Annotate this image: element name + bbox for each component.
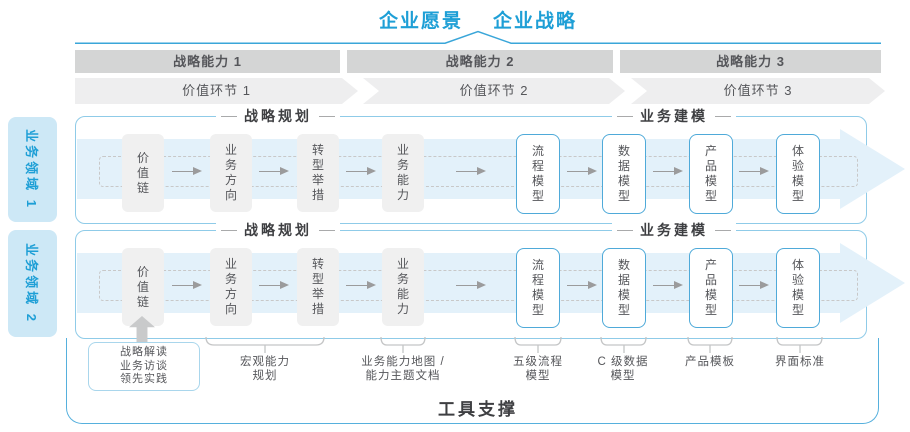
step-arrow-icon [259, 167, 289, 175]
header-line-right [715, 229, 731, 231]
domain-tab-1: 业务领域 1 [8, 117, 57, 222]
row2-modeling-header-label: 业务建模 [640, 222, 708, 238]
note-product-template: 产品模板 [685, 356, 735, 368]
row1-dashed-band [99, 156, 858, 187]
header-line-right [715, 115, 731, 117]
row2-modeling-header: 业务建模 [612, 220, 736, 240]
row1-modeling-header: 业务建模 [612, 106, 736, 126]
step-arrow-icon [346, 167, 376, 175]
bracket-icon [776, 337, 823, 353]
domain-tab-1-label: 业务领域 1 [24, 129, 39, 210]
step-arrow-icon [653, 281, 683, 289]
row2-box-business-capability: 业务能力 [382, 248, 424, 326]
row1-box-business-direction: 业务方向 [210, 134, 252, 212]
step-arrow-icon [346, 281, 376, 289]
step-arrow-icon [172, 281, 202, 289]
step-arrow-icon [567, 281, 597, 289]
bracket-icon [687, 337, 733, 353]
step-arrow-icon [172, 167, 202, 175]
row1-box-transformation-initiative: 转型举措 [297, 134, 339, 212]
peaked-divider-line [75, 30, 881, 44]
capability-bar-3: 战略能力 3 [620, 50, 881, 73]
practice-line: 战略解读 [120, 346, 168, 359]
practice-line: 业务访谈 [120, 359, 168, 372]
note-level5-process-model: 五级流程 模型 [513, 356, 563, 382]
step-arrow-icon [456, 167, 486, 175]
note-macro-capability-planning: 宏观能力 规划 [240, 356, 290, 382]
step-arrow-icon [259, 281, 289, 289]
row1-planning-header: 战略规划 [216, 106, 340, 126]
value-link-chevron-3: 价值环节 3 [631, 78, 885, 104]
row2-box-value-chain: 价值链 [122, 248, 164, 326]
capability-bar-2: 战略能力 2 [347, 50, 613, 73]
note-capability-map-doc: 业务能力地图 / 能力主题文档 [361, 356, 445, 382]
row2-box-experience-model: 体验模型 [776, 248, 820, 328]
note-ui-standard: 界面标准 [775, 356, 825, 368]
tool-support-label: 工具支撑 [438, 400, 518, 419]
domain-tab-2: 业务领域 2 [8, 230, 57, 337]
tool-support-container [66, 338, 879, 424]
row2-planning-header: 战略规划 [216, 220, 340, 240]
note-c-level-data-model: C 级数据 模型 [597, 356, 649, 382]
row1-box-process-model: 流程模型 [516, 134, 560, 214]
header-line-left [617, 229, 633, 231]
step-arrow-icon [739, 281, 769, 289]
domain-tab-2-label: 业务领域 2 [24, 243, 39, 324]
row2-box-transformation-initiative: 转型举措 [297, 248, 339, 326]
bracket-icon [600, 337, 647, 353]
vision-strategy-title: 企业愿景 企业战略 [46, 6, 910, 33]
row1-box-business-capability: 业务能力 [382, 134, 424, 212]
bracket-icon [205, 337, 325, 353]
header-line-left [221, 229, 237, 231]
header-line-left [221, 115, 237, 117]
row1-box-value-chain: 价值链 [122, 134, 164, 212]
row1-box-product-model: 产品模型 [689, 134, 733, 214]
row2-box-business-direction: 业务方向 [210, 248, 252, 326]
practice-source-box: 战略解读 业务访谈 领先实践 [88, 342, 200, 391]
header-line-right [319, 115, 335, 117]
bracket-icon [514, 337, 562, 353]
row2-dashed-band [99, 270, 858, 301]
row2-planning-header-label: 战略规划 [244, 222, 312, 238]
strategy-title: 企业战略 [493, 11, 578, 32]
practice-line: 领先实践 [120, 373, 168, 386]
header-line-left [617, 115, 633, 117]
row1-planning-header-label: 战略规划 [244, 108, 312, 124]
value-link-chevron-1: 价值环节 1 [75, 78, 358, 104]
step-arrow-icon [456, 281, 486, 289]
step-arrow-icon [653, 167, 683, 175]
row1-box-data-model: 数据模型 [602, 134, 646, 214]
header-line-right [319, 229, 335, 231]
row1-box-experience-model: 体验模型 [776, 134, 820, 214]
vision-title: 企业愿景 [378, 11, 463, 32]
bracket-icon [380, 337, 426, 353]
row2-box-data-model: 数据模型 [602, 248, 646, 328]
step-arrow-icon [739, 167, 769, 175]
row1-modeling-header-label: 业务建模 [640, 108, 708, 124]
capability-bar-1: 战略能力 1 [75, 50, 340, 73]
row2-box-process-model: 流程模型 [516, 248, 560, 328]
row2-box-product-model: 产品模型 [689, 248, 733, 328]
value-link-chevron-2: 价值环节 2 [363, 78, 625, 104]
step-arrow-icon [567, 167, 597, 175]
